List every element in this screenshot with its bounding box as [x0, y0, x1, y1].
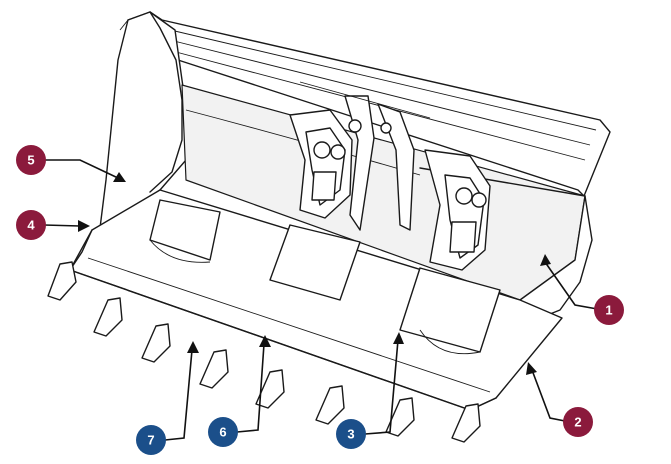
- callout-6-circle: [208, 417, 238, 447]
- tooth-3: [141, 323, 171, 363]
- callout-3-circle: [336, 419, 366, 449]
- tooth-1: [47, 261, 77, 301]
- callout-7: 7: [136, 425, 166, 455]
- tooth-4: [199, 349, 229, 389]
- callout-7-circle: [136, 425, 166, 455]
- callout-5: 5: [16, 145, 46, 175]
- wear-strip-center: [269, 224, 361, 301]
- callout-1-circle: [594, 295, 624, 325]
- bucket-teeth: [47, 261, 481, 443]
- leader-3: [364, 339, 399, 435]
- tooth-7: [385, 397, 415, 437]
- tooth-5: [255, 369, 285, 409]
- leader-6: [236, 343, 265, 433]
- leader-lines: [43, 159, 604, 441]
- callouts: 1 2 3 4 5 6 7: [16, 145, 624, 455]
- callout-3-label: 3: [347, 427, 354, 442]
- right-hitch-bracket: [424, 149, 491, 271]
- callout-5-circle: [16, 145, 46, 175]
- callout-4: 4: [16, 210, 46, 240]
- callout-4-label: 4: [27, 218, 35, 233]
- wear-strip-left: [149, 199, 221, 261]
- callout-1-label: 1: [605, 303, 612, 318]
- callout-6: 6: [208, 417, 238, 447]
- center-hook-arms: [299, 81, 431, 231]
- callout-1: 1: [594, 295, 624, 325]
- callout-7-label: 7: [147, 433, 154, 448]
- callout-4-circle: [16, 210, 46, 240]
- left-hitch-bracket: [289, 109, 353, 219]
- callout-2-label: 2: [574, 415, 581, 430]
- leader-5: [44, 159, 119, 179]
- tooth-8: [451, 403, 481, 443]
- leader-7: [164, 349, 193, 441]
- callout-5-label: 5: [27, 153, 34, 168]
- callout-2: 2: [563, 407, 593, 437]
- tooth-6: [315, 385, 345, 425]
- callout-2-circle: [563, 407, 593, 437]
- callout-6-label: 6: [219, 425, 226, 440]
- leader-4: [43, 224, 81, 227]
- bucket-drawing: [47, 11, 611, 443]
- leader-1: [544, 261, 604, 311]
- leader-2: [531, 369, 571, 423]
- callout-3: 3: [336, 419, 366, 449]
- tooth-2: [93, 297, 123, 337]
